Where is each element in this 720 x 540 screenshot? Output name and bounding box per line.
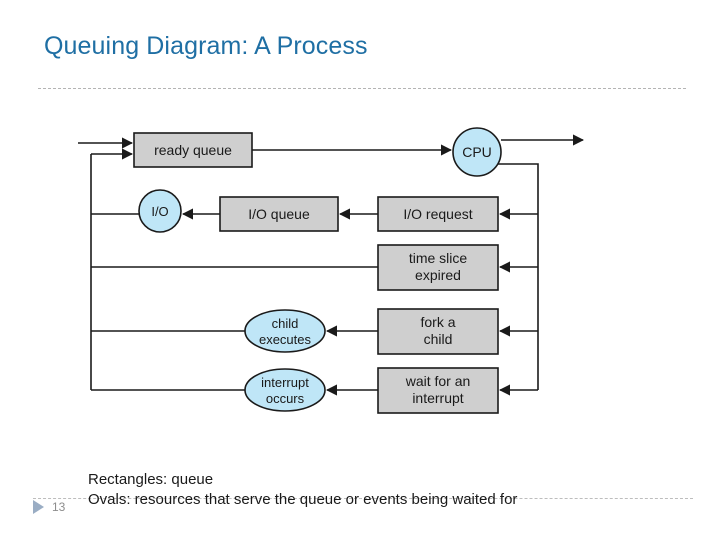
node-io-request: I/O request bbox=[377, 196, 499, 232]
node-wait-for-an-interrupt-label-line2: interrupt bbox=[412, 390, 463, 406]
legend-line-ovals: Ovals: resources that serve the queue or… bbox=[88, 491, 518, 508]
node-time-slice-expired-label-line2: expired bbox=[415, 267, 461, 283]
footer-divider bbox=[33, 498, 693, 499]
node-interrupt-occurs-label-line2: occurs bbox=[266, 391, 305, 406]
diagram-rectangles: ready queue I/O queue I/O request time s… bbox=[133, 132, 499, 414]
node-ready-queue-label: ready queue bbox=[154, 142, 232, 158]
title-divider bbox=[38, 88, 686, 89]
node-interrupt-occurs-label-line1: interrupt bbox=[261, 375, 309, 390]
node-child-executes-label-line2: executes bbox=[259, 332, 312, 347]
node-fork-a-child: fork a child bbox=[377, 308, 499, 355]
triangle-right-icon bbox=[33, 500, 44, 514]
node-io-label: I/O bbox=[151, 204, 168, 219]
node-time-slice-expired-label-line1: time slice bbox=[409, 250, 468, 266]
legend-caption: Rectangles: queue Ovals: resources that … bbox=[88, 470, 698, 510]
node-io: I/O bbox=[138, 189, 182, 233]
node-interrupt-occurs: interrupt occurs bbox=[244, 368, 326, 412]
node-cpu-label: CPU bbox=[462, 144, 492, 160]
node-time-slice-expired: time slice expired bbox=[377, 244, 499, 291]
node-io-request-label: I/O request bbox=[403, 206, 472, 222]
queuing-diagram-svg: ready queue I/O queue I/O request time s… bbox=[78, 127, 585, 414]
node-child-executes-label-line1: child bbox=[272, 316, 299, 331]
node-wait-for-an-interrupt: wait for an interrupt bbox=[377, 367, 499, 414]
node-child-executes: child executes bbox=[244, 309, 326, 353]
node-cpu: CPU bbox=[452, 127, 502, 177]
page-marker: 13 bbox=[33, 500, 65, 514]
node-wait-for-an-interrupt-label-line1: wait for an bbox=[405, 373, 471, 389]
node-fork-a-child-label-line1: fork a bbox=[420, 314, 455, 330]
legend-line-rectangles: Rectangles: queue bbox=[88, 471, 214, 488]
node-fork-a-child-label-line2: child bbox=[424, 331, 453, 347]
right-dispatch-bus bbox=[498, 163, 539, 390]
page-title: Queuing Diagram: A Process bbox=[44, 32, 368, 60]
node-io-queue-label: I/O queue bbox=[248, 206, 310, 222]
node-ready-queue: ready queue bbox=[133, 132, 253, 168]
queuing-diagram: ready queue I/O queue I/O request time s… bbox=[0, 100, 720, 430]
page-number: 13 bbox=[52, 500, 66, 514]
diagram-connectors bbox=[78, 134, 585, 396]
node-io-queue: I/O queue bbox=[219, 196, 339, 232]
diagram-ovals: I/O CPU child executes interrupt occurs bbox=[138, 127, 502, 412]
